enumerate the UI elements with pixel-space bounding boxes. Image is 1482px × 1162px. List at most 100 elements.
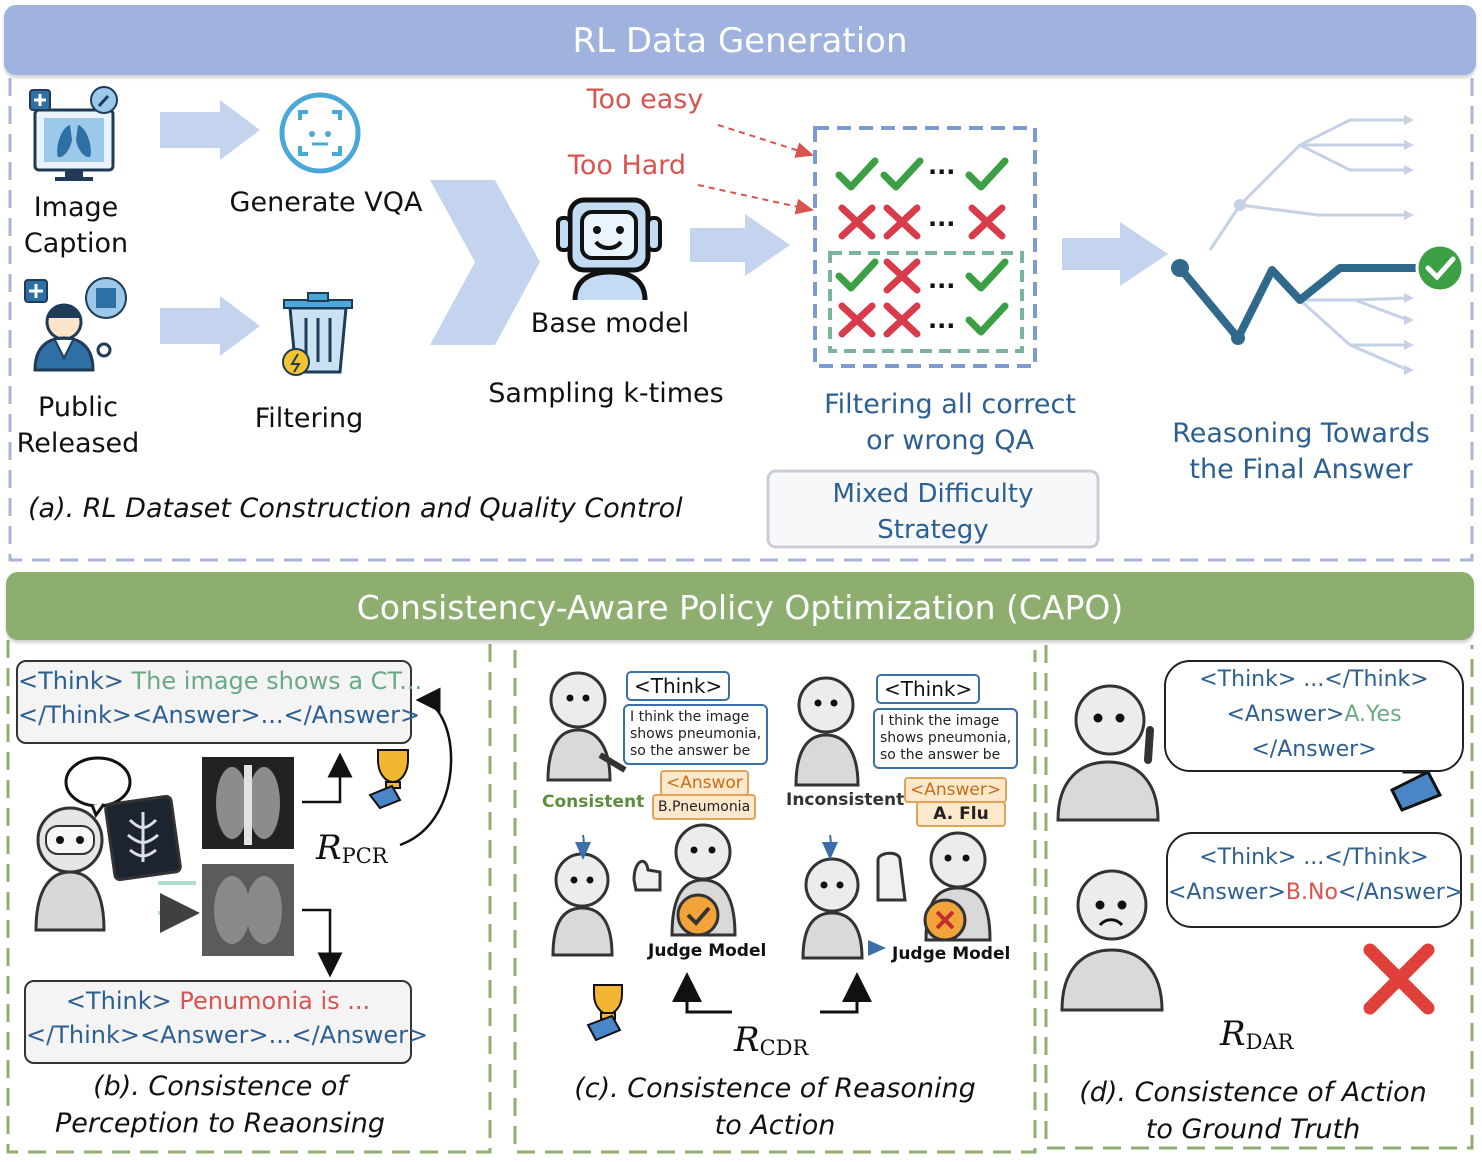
- ellipsis-row3: ...: [928, 266, 956, 294]
- caption-d: (d). Consistence of Action to Ground Tru…: [1068, 1074, 1438, 1148]
- public-line1: Public: [38, 392, 118, 423]
- robot-thinking-inconsistent: [794, 676, 860, 787]
- caption-b-line2: Perception to Reaonsing: [55, 1108, 385, 1139]
- judge-robot-approve: [632, 823, 737, 937]
- check-icon: [965, 302, 1009, 336]
- vqa-icon: [279, 92, 361, 174]
- check-icon: [965, 157, 1009, 191]
- answer-line-b1: </Think><Answer>...</Answer>: [18, 701, 421, 729]
- capo-banner: Consistency-Aware Policy Optimization (C…: [6, 572, 1474, 640]
- caption-b-line1: (b). Consistence of: [93, 1071, 347, 1102]
- base-model-label: Base model: [530, 308, 690, 339]
- reasoning-label: Reasoning Towards the Final Answer: [1166, 416, 1436, 488]
- check-icon: [965, 258, 1009, 292]
- sampling-label: Sampling k-times: [488, 378, 724, 409]
- close-icon-large: [1363, 943, 1435, 1015]
- cross-icon: [883, 302, 921, 338]
- judge-robot-reject: [876, 831, 992, 942]
- ellipsis-row2: ...: [928, 204, 956, 232]
- bubble-d2: <Think> ...</Think> <Answer>B.No</Answer…: [1166, 832, 1463, 928]
- caption-c-line2: to Action: [714, 1110, 836, 1141]
- monitor-lungs-icon: [29, 86, 118, 181]
- capo-title: Consistency-Aware Policy Optimization (C…: [356, 588, 1124, 627]
- image-caption-line1: Image: [33, 192, 119, 223]
- answer-value-c1: B.Pneumonia: [652, 794, 757, 820]
- b2-answer: B.No: [1285, 880, 1338, 905]
- too-easy-arrow: [717, 124, 814, 158]
- b1-line3: </Answer>: [1251, 737, 1377, 762]
- think-text-b2: Penumonia is ...: [171, 987, 371, 1015]
- robot-happy: [1056, 684, 1160, 822]
- answer-value-c2: A. Flu: [916, 801, 1006, 827]
- robot-xray-illustration: [34, 756, 182, 932]
- cross-icon: [883, 258, 921, 294]
- mixed-strategy-label: Mixed Difficulty Strategy: [790, 476, 1076, 548]
- arrow-caption-to-vqa: [160, 100, 260, 160]
- caption-c: (c). Consistence of Reasoning to Action: [560, 1070, 990, 1144]
- think-tag: <Think>: [18, 667, 124, 695]
- arrow-model-to-filter: [690, 214, 790, 276]
- answer-line-b2: </Think><Answer>...</Answer>: [26, 1021, 429, 1049]
- robot-sad: [1060, 869, 1164, 1012]
- cross-icon: [968, 204, 1006, 240]
- think-tag-c1: <Think>: [626, 671, 731, 701]
- filter-outer-box: [813, 126, 1037, 368]
- rl-data-generation-banner: RL Data Generation: [4, 5, 1476, 75]
- answer-tag-c1: <Answor: [660, 770, 749, 796]
- filter-line2: or wrong QA: [866, 425, 1034, 456]
- mixed-line1: Mixed Difficulty: [832, 479, 1034, 509]
- trash-icon: [282, 292, 353, 376]
- caption-c-line1: (c). Consistence of Reasoning: [574, 1073, 976, 1104]
- b1-line1: <Think> ...</Think>: [1199, 667, 1429, 692]
- judge-label-c1: Judge Model: [648, 941, 767, 961]
- think-tag-b2: <Think>: [65, 987, 172, 1015]
- public-line2: Released: [16, 428, 140, 459]
- mixed-strategy-box: [766, 469, 1100, 549]
- filter-caption: Filtering all correct or wrong QA: [808, 387, 1092, 459]
- chevron-arrow: [430, 180, 540, 345]
- too-hard-label: Too Hard: [567, 150, 687, 181]
- robot-inconsistent-result: [801, 857, 864, 960]
- image-caption-label: Image Caption: [14, 190, 138, 262]
- think-tag-c2: <Think>: [876, 674, 981, 704]
- arrow-public-to-filter: [160, 296, 260, 356]
- caption-d-line1: (d). Consistence of Action: [1079, 1077, 1427, 1108]
- too-easy-label: Too easy: [586, 84, 704, 115]
- reasoning-tree-icon: [1171, 115, 1465, 375]
- robot-consistent-result: [551, 852, 614, 957]
- reward-dar-label: RDAR: [1220, 1014, 1294, 1054]
- think-box-b2: <Think> Penumonia is ... </Think><Answer…: [24, 980, 429, 1064]
- check-icon: [880, 157, 924, 191]
- ellipsis-row1: ...: [928, 152, 956, 180]
- arrow-to-reasoning: [1062, 222, 1168, 286]
- reasoning-line2: the Final Answer: [1189, 454, 1413, 485]
- consistent-label: Consistent: [542, 792, 645, 812]
- image-caption-line2: Caption: [23, 228, 129, 259]
- generate-vqa-label: Generate VQA: [229, 187, 423, 218]
- answer-tag-c2: <Answer>: [904, 777, 1008, 803]
- too-hard-arrow: [697, 184, 814, 215]
- doctor-icon: [24, 277, 127, 372]
- inconsistent-label: Inconsistent: [786, 790, 905, 810]
- bubble-d1: <Think> ...</Think> <Answer>A.Yes </Answ…: [1164, 660, 1464, 772]
- reward-pcr-label: RPCR: [316, 828, 388, 868]
- caption-a: (a). RL Dataset Construction and Quality…: [28, 493, 683, 524]
- check-icon: [835, 258, 879, 292]
- think-box-b1: <Think> The image shows a CT... </Think>…: [16, 660, 422, 744]
- think-text-b1: The image shows a CT...: [123, 667, 423, 695]
- filter-inner-box: [828, 251, 1024, 353]
- cross-icon: [838, 302, 876, 338]
- reasoning-line1: Reasoning Towards: [1172, 418, 1430, 449]
- filtering-label: Filtering: [254, 403, 364, 434]
- judge-label-c2: Judge Model: [892, 944, 1011, 964]
- robot-thinking-consistent: [546, 671, 627, 782]
- caption-d-line2: to Ground Truth: [1145, 1114, 1361, 1145]
- filter-line1: Filtering all correct: [824, 389, 1076, 420]
- check-icon: [835, 157, 879, 191]
- cross-icon: [883, 204, 921, 240]
- filter-marks: [835, 157, 1009, 338]
- cross-icon: [838, 204, 876, 240]
- trophy-icon-c: [586, 984, 623, 1042]
